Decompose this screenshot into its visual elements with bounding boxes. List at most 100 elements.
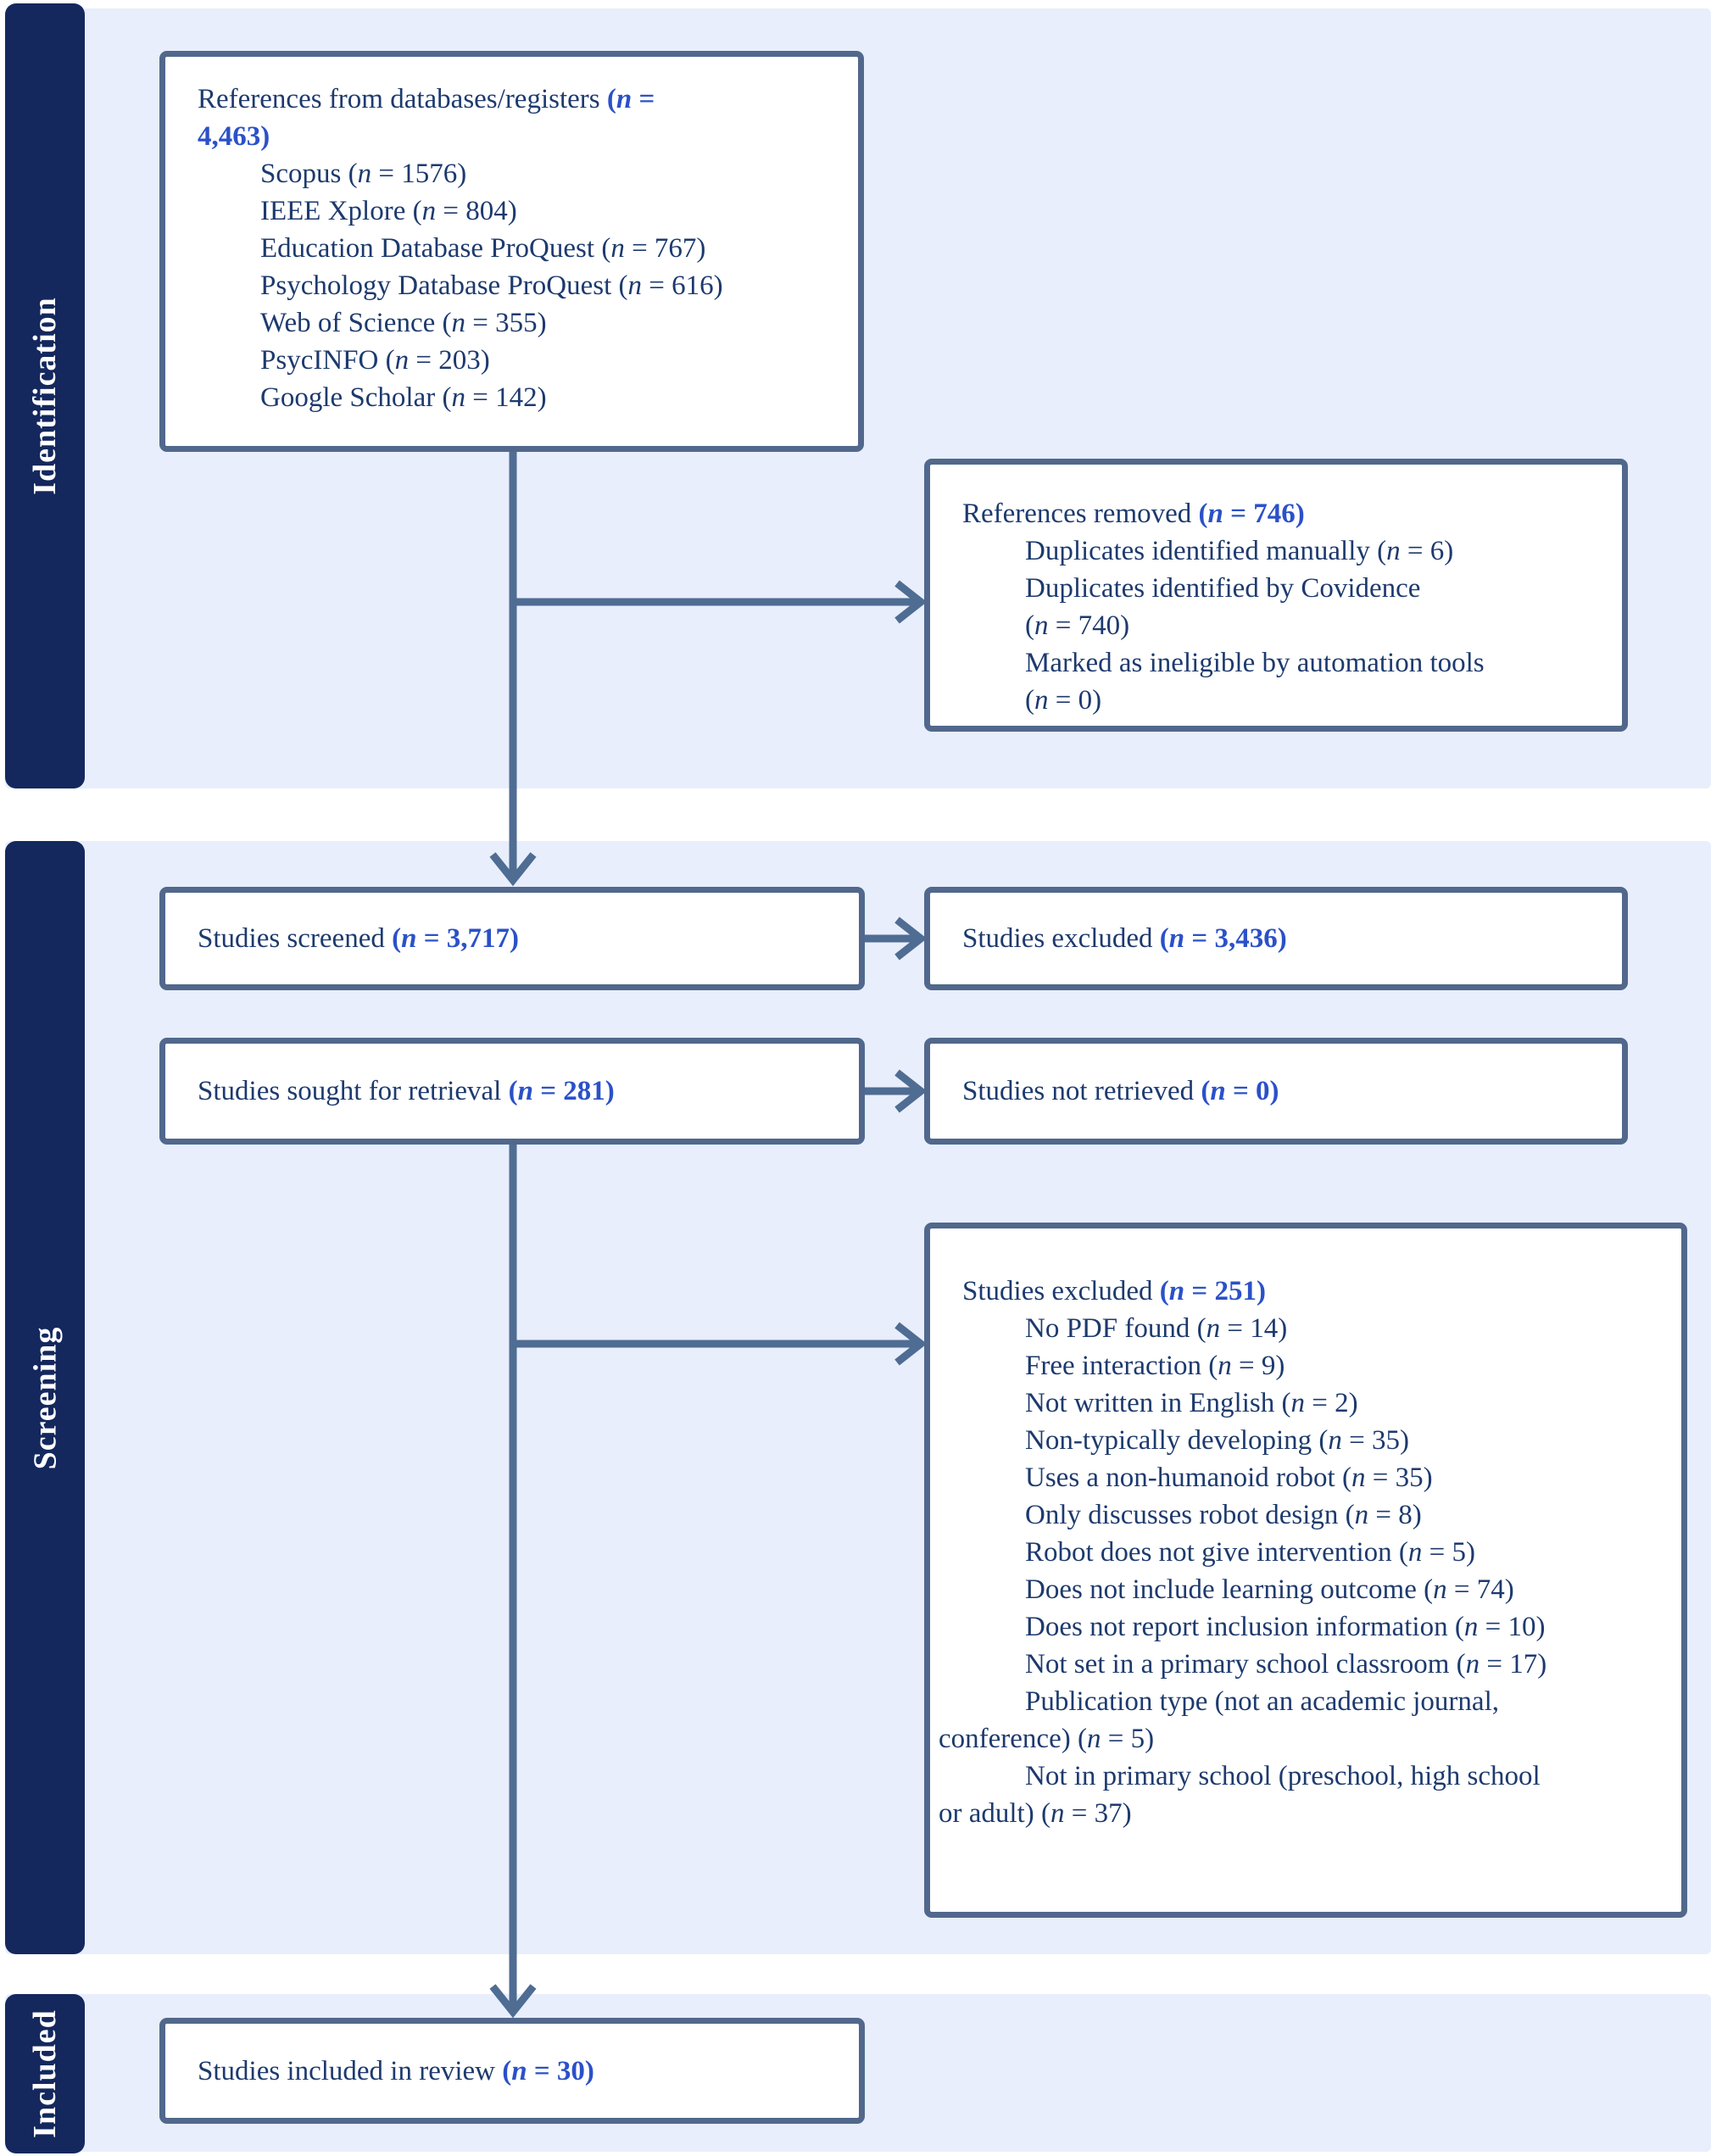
text-line: Education Database ProQuest (n = 767) [260, 230, 843, 267]
line-text: Studies not retrieved [962, 1076, 1201, 1106]
n-symbol: n [511, 2055, 527, 2086]
n-open: ( [1198, 499, 1208, 529]
n-count: 4,463) [198, 121, 270, 152]
n-count: (n = 616) [619, 270, 723, 301]
n-open: ( [442, 308, 452, 338]
line-text: Non-typically developing [1025, 1425, 1319, 1456]
n-count: (n = 17) [1457, 1649, 1547, 1680]
line-text: Google Scholar [260, 382, 443, 413]
n-count: (n = 35) [1318, 1425, 1409, 1456]
n-open: ( [606, 84, 616, 114]
n-symbol: n [616, 84, 633, 114]
n-count: (n = 9) [1208, 1351, 1285, 1381]
n-open: ( [1025, 610, 1034, 641]
text-line: Marked as ineligible by automation tools [1025, 644, 1607, 682]
n-symbol: n [1463, 1612, 1479, 1642]
n-count: (n = 0) [1025, 685, 1101, 716]
n-value: = [632, 84, 655, 114]
line-text: Education Database ProQuest [260, 233, 602, 264]
screening-sidebar: Screening [5, 841, 85, 1954]
n-value: = 5) [1101, 1724, 1155, 1754]
n-count: (n = 804) [413, 196, 517, 226]
text-line: Does not include learning outcome (n = 7… [1025, 1571, 1666, 1608]
n-count: (n = 30) [502, 2056, 594, 2086]
line-text: Studies excluded [962, 923, 1160, 954]
line-text: conference) [939, 1724, 1078, 1754]
studies-included-box: Studies included in review (n = 30) [159, 2018, 865, 2124]
text-line: No PDF found (n = 14) [1025, 1310, 1666, 1347]
n-value: = 251) [1184, 1276, 1266, 1306]
text-line: Not written in English (n = 2) [1025, 1384, 1666, 1422]
n-open: ( [618, 270, 628, 301]
n-symbol: n [1354, 1500, 1369, 1530]
n-count: (n = 5) [1078, 1724, 1154, 1754]
n-open: ( [1341, 1462, 1351, 1493]
n-value: = 37) [1064, 1798, 1132, 1829]
n-open: ( [1345, 1500, 1355, 1530]
text-line: Studies screened (n = 3,717) [198, 920, 844, 957]
text-line: Duplicates identified by Covidence [1025, 570, 1607, 607]
n-symbol: n [1407, 1537, 1423, 1568]
n-count: (n = 35) [1342, 1462, 1433, 1493]
n-count: (n = 767) [601, 233, 705, 264]
n-value: = 616) [642, 270, 723, 301]
n-count: (n = 3,436) [1160, 923, 1287, 954]
text-line: 4,463) [198, 118, 843, 155]
n-value: = 6) [1400, 536, 1454, 566]
n-count: (n = [607, 84, 655, 114]
n-count: (n = 746) [1199, 499, 1305, 529]
line-text: Psychology Database ProQuest [260, 270, 619, 301]
studies-not-retrieved-box: Studies not retrieved (n = 0) [924, 1038, 1628, 1145]
n-symbol: n [1433, 1574, 1447, 1605]
n-value: = 3,436) [1184, 923, 1287, 954]
line-text: References from databases/registers [198, 84, 607, 114]
n-value: = 14) [1220, 1313, 1288, 1344]
line-text: Not in primary school (preschool, high s… [1025, 1761, 1541, 1791]
n-count: (n = 740) [1025, 610, 1129, 641]
n-count: (n = 74) [1424, 1574, 1514, 1605]
n-symbol: n [1210, 1076, 1226, 1106]
n-open: ( [1196, 1313, 1207, 1344]
line-text: Studies screened [198, 923, 393, 954]
n-value: = 5) [1422, 1537, 1475, 1568]
line-text: Robot does not give intervention [1025, 1537, 1399, 1568]
text-line: Studies included in review (n = 30) [198, 2053, 844, 2090]
n-value: = 9) [1231, 1351, 1285, 1381]
n-open: ( [1025, 685, 1034, 716]
line-text: IEEE Xplore [260, 196, 413, 226]
line-text: Not set in a primary school classroom [1025, 1649, 1457, 1680]
n-value: = 355) [465, 308, 547, 338]
text-line: Web of Science (n = 355) [260, 304, 843, 342]
text-line: References removed (n = 746) [962, 495, 1607, 532]
text-line: Studies excluded (n = 251) [962, 1273, 1666, 1310]
n-open: ( [1456, 1649, 1466, 1680]
n-open: ( [508, 1076, 518, 1106]
text-line: Only discusses robot design (n = 8) [1025, 1496, 1666, 1534]
text-line: PsycINFO (n = 203) [260, 342, 843, 379]
n-symbol: n [451, 382, 465, 413]
n-symbol: n [1465, 1649, 1480, 1680]
n-open: ( [1201, 1076, 1211, 1106]
n-open: ( [1281, 1388, 1291, 1418]
n-symbol: n [1218, 1351, 1232, 1381]
line-text: Web of Science [260, 308, 443, 338]
text-line: Studies excluded (n = 3,436) [962, 920, 1607, 957]
n-count: (n = 8) [1346, 1500, 1422, 1530]
n-count: (n = 37) [1041, 1798, 1132, 1829]
n-count: (n = 10) [1455, 1612, 1546, 1642]
studies-excluded-screening-box-content: Studies excluded (n = 3,436) [930, 893, 1622, 984]
n-value: = 0) [1048, 685, 1102, 716]
studies-sought-box: Studies sought for retrieval (n = 281) [159, 1038, 865, 1145]
n-count: (n = 203) [386, 345, 490, 376]
n-value: = 746) [1223, 499, 1305, 529]
n-open: ( [502, 2055, 512, 2086]
references-removed-box-content: References removed (n = 746) Duplicates i… [930, 465, 1622, 726]
n-value: = 3,717) [416, 923, 520, 954]
n-open: ( [1377, 536, 1387, 566]
text-line: Non-typically developing (n = 35) [1025, 1422, 1666, 1459]
n-symbol: n [1290, 1388, 1305, 1418]
n-count: (n = 355) [443, 308, 547, 338]
line-text: Duplicates identified manually [1025, 536, 1378, 566]
text-line: conference) (n = 5) [939, 1720, 1666, 1758]
line-text: Studies included in review [198, 2055, 503, 2086]
